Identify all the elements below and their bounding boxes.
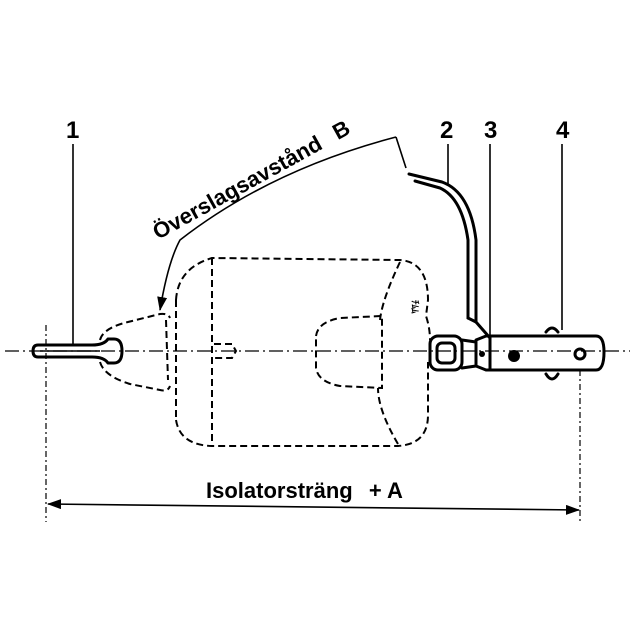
part-number-1: 1 — [66, 117, 79, 144]
pin-fitting — [31, 337, 124, 365]
insulator-string-suffix: + A — [369, 478, 403, 503]
part-number-4: 4 — [556, 117, 570, 144]
insulator-string-label: Isolatorsträng + A — [206, 478, 403, 503]
insulator-stamp-marking: ﾁﾑﾑ — [410, 300, 420, 314]
flashover-arc-tick — [395, 136, 407, 169]
part-number-2: 2 — [440, 117, 453, 144]
flashover-distance-text: Överslagsavstånd — [148, 131, 326, 245]
insulator-outline — [99, 256, 431, 447]
flashover-distance-label: Överslagsavstånd B — [148, 115, 354, 244]
span-dimension-arrow — [47, 499, 580, 515]
flashover-distance-letter: B — [328, 115, 354, 145]
eye-fitting — [474, 326, 606, 381]
insulator-string-text: Isolatorsträng — [206, 478, 353, 503]
arcing-horn — [407, 172, 492, 340]
flashover-arc-arrow — [157, 136, 397, 311]
part-number-3: 3 — [484, 117, 497, 144]
